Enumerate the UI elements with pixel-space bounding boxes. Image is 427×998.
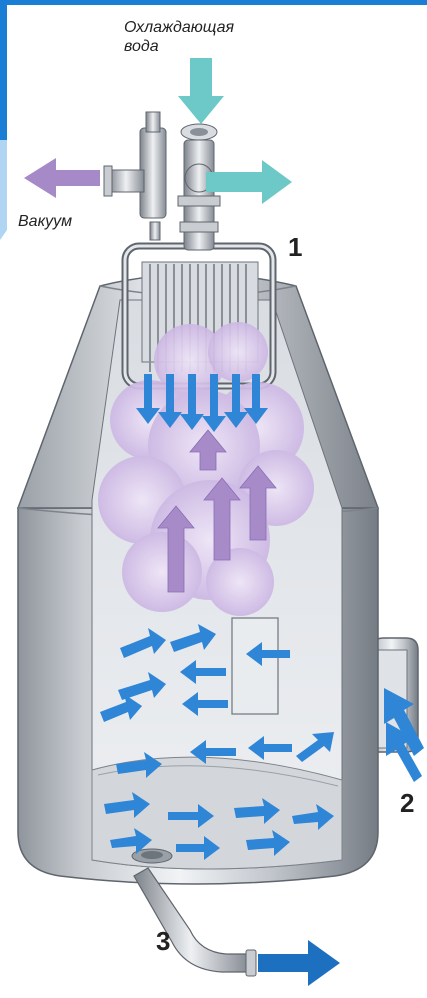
callout-1: 1 — [288, 232, 302, 263]
cooling-water-label-line1: Охлаждающая — [124, 18, 274, 37]
vacuum-label: Вакуум — [18, 212, 72, 231]
callout-2: 2 — [400, 788, 414, 819]
cooling-water-label-line2: вода — [124, 37, 274, 56]
top-fittings — [104, 112, 220, 250]
cooling-water-label: Охлаждающая вода — [124, 18, 274, 56]
callout-3: 3 — [156, 926, 170, 957]
water-in-arrow-icon — [178, 58, 224, 124]
product-out-arrow-icon — [258, 940, 340, 986]
vacuum-arrow-icon — [24, 158, 100, 198]
